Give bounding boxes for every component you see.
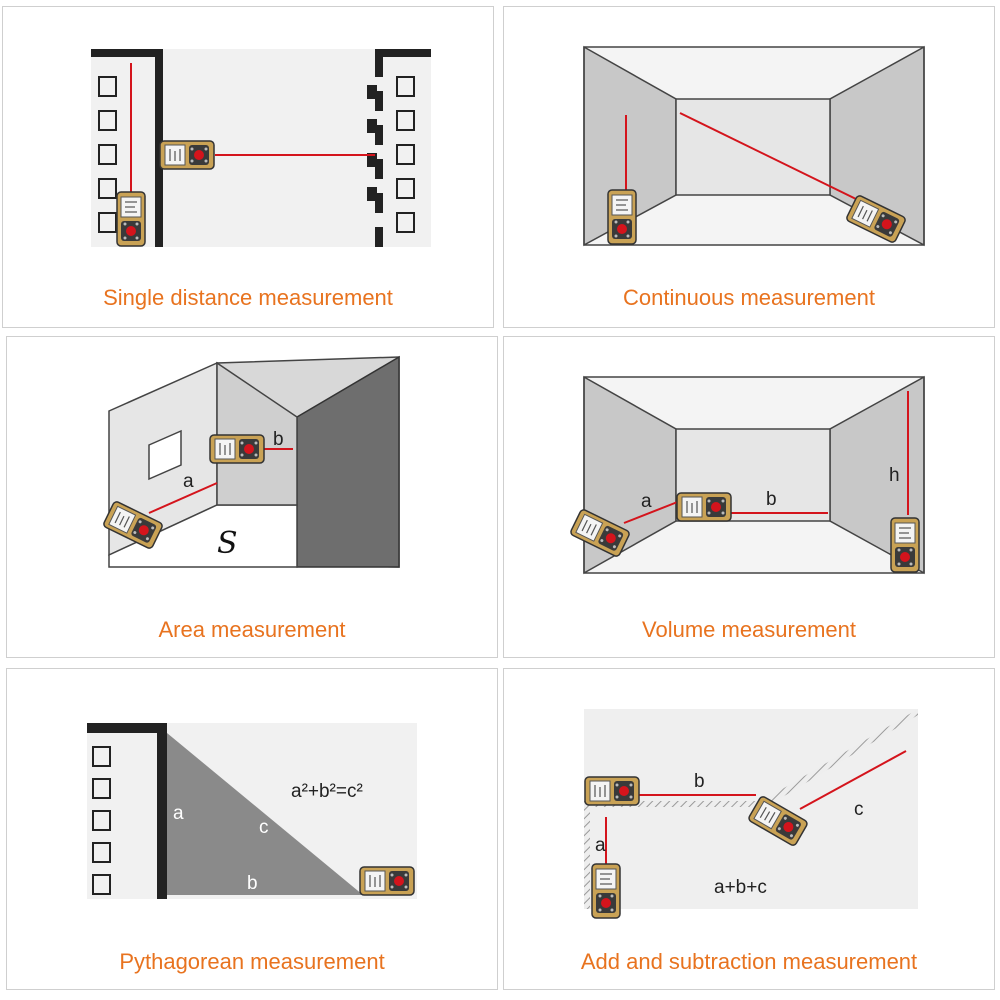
panel-add-subtraction: b a c a+b+c Add and subtraction measurem… bbox=[503, 668, 995, 990]
area-illustration: a b S bbox=[101, 355, 400, 568]
formula-text: a²+b²=c² bbox=[291, 781, 363, 802]
label-s: S bbox=[217, 526, 238, 561]
pythagorean-illustration: a c b a²+b²=c² bbox=[87, 723, 417, 899]
panel-caption: Add and subtraction measurement bbox=[580, 949, 918, 974]
laser-meter-icon bbox=[209, 434, 265, 464]
panel-single-distance: Single distance measurement bbox=[2, 6, 494, 328]
volume-illustration: a b h bbox=[568, 375, 925, 575]
panel-caption: Continuous measurement bbox=[623, 285, 875, 310]
single-distance-illustration bbox=[91, 49, 431, 247]
laser-meter-icon bbox=[607, 189, 637, 245]
add-subtraction-illustration: b a c a+b+c bbox=[584, 709, 918, 919]
label-a: a bbox=[173, 803, 184, 824]
panel-caption: Volume measurement bbox=[642, 617, 856, 642]
laser-meter-icon bbox=[890, 517, 920, 573]
panel-area: a b S Area measurement bbox=[6, 336, 498, 658]
panel-caption: Pythagorean measurement bbox=[119, 949, 385, 974]
panel-caption: Single distance measurement bbox=[103, 285, 393, 310]
laser-meter-icon bbox=[591, 863, 621, 919]
label-b: b bbox=[247, 873, 258, 894]
label-c: c bbox=[259, 817, 269, 838]
label-c: c bbox=[854, 799, 864, 820]
panel-caption: Area measurement bbox=[158, 617, 346, 642]
label-h: h bbox=[889, 465, 900, 486]
label-a: a bbox=[641, 491, 652, 512]
label-a: a bbox=[595, 835, 606, 856]
laser-meter-icon bbox=[584, 776, 640, 806]
label-b: b bbox=[694, 771, 705, 792]
laser-meter-icon bbox=[159, 140, 215, 170]
panel-pythagorean: a c b a²+b²=c² Pythagorean measurement bbox=[6, 668, 498, 990]
label-b: b bbox=[766, 489, 777, 510]
continuous-illustration bbox=[583, 45, 925, 247]
sum-text: a+b+c bbox=[714, 877, 767, 898]
laser-meter-icon bbox=[676, 492, 732, 522]
laser-meter-icon bbox=[359, 866, 415, 896]
label-b: b bbox=[273, 429, 284, 450]
panel-volume: a b h Volume measurement bbox=[503, 336, 995, 658]
laser-meter-icon bbox=[116, 191, 146, 247]
label-a: a bbox=[183, 471, 194, 492]
panel-continuous: Continuous measurement bbox=[503, 6, 995, 328]
